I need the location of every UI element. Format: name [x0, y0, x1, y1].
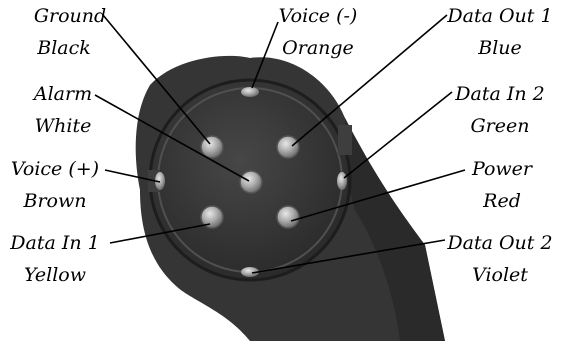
label-data-in-2-name: Data In 2 [454, 83, 544, 105]
leader-power [290, 169, 466, 222]
label-data-in-1-color: Yellow [24, 264, 86, 286]
pin-voice-plus [155, 172, 165, 190]
label-power-color: Red [482, 190, 521, 212]
leader-data-out-1 [291, 14, 448, 147]
pin-data-in-2 [337, 172, 347, 190]
pin-data-in-1 [200, 205, 224, 229]
leader-data-out-2 [251, 239, 446, 274]
pin-labels: Ground Black Voice (-) Orange Data Out 1… [9, 5, 552, 286]
leader-voice-plus [104, 169, 161, 183]
connector-housing [135, 55, 445, 341]
label-alarm-name: Alarm [32, 83, 92, 105]
leader-data-in-1 [109, 223, 211, 244]
label-ground-name: Ground [34, 5, 106, 27]
pin-data-out-1 [276, 135, 300, 159]
leader-data-in-2 [343, 91, 453, 179]
pin-ground [200, 135, 224, 159]
label-voice-plus-color: Brown [23, 190, 87, 212]
leader-lines [94, 14, 466, 274]
key-notch-right [338, 125, 352, 155]
label-voice-minus-name: Voice (-) [279, 5, 358, 27]
label-voice-minus-color: Orange [282, 37, 354, 59]
label-data-in-1-name: Data In 1 [9, 232, 99, 254]
leader-alarm [94, 94, 250, 182]
label-ground-color: Black [36, 37, 91, 59]
label-data-out-1-color: Blue [477, 37, 522, 59]
leader-ground [102, 14, 211, 145]
label-data-out-1-name: Data Out 1 [446, 5, 552, 27]
label-data-out-2-name: Data Out 2 [446, 232, 552, 254]
pin-data-out-2 [241, 267, 259, 277]
connector-pins [155, 87, 347, 277]
pin-power [276, 205, 300, 229]
pin-voice-minus [241, 87, 259, 97]
label-data-in-2-color: Green [471, 115, 530, 137]
label-alarm-color: White [35, 115, 92, 137]
label-voice-plus-name: Voice (+) [11, 158, 99, 180]
leader-voice-minus [251, 21, 279, 89]
label-power-name: Power [471, 158, 534, 180]
housing-shadow [345, 118, 445, 341]
pin-alarm [239, 170, 263, 194]
label-data-out-2-color: Violet [472, 264, 528, 286]
